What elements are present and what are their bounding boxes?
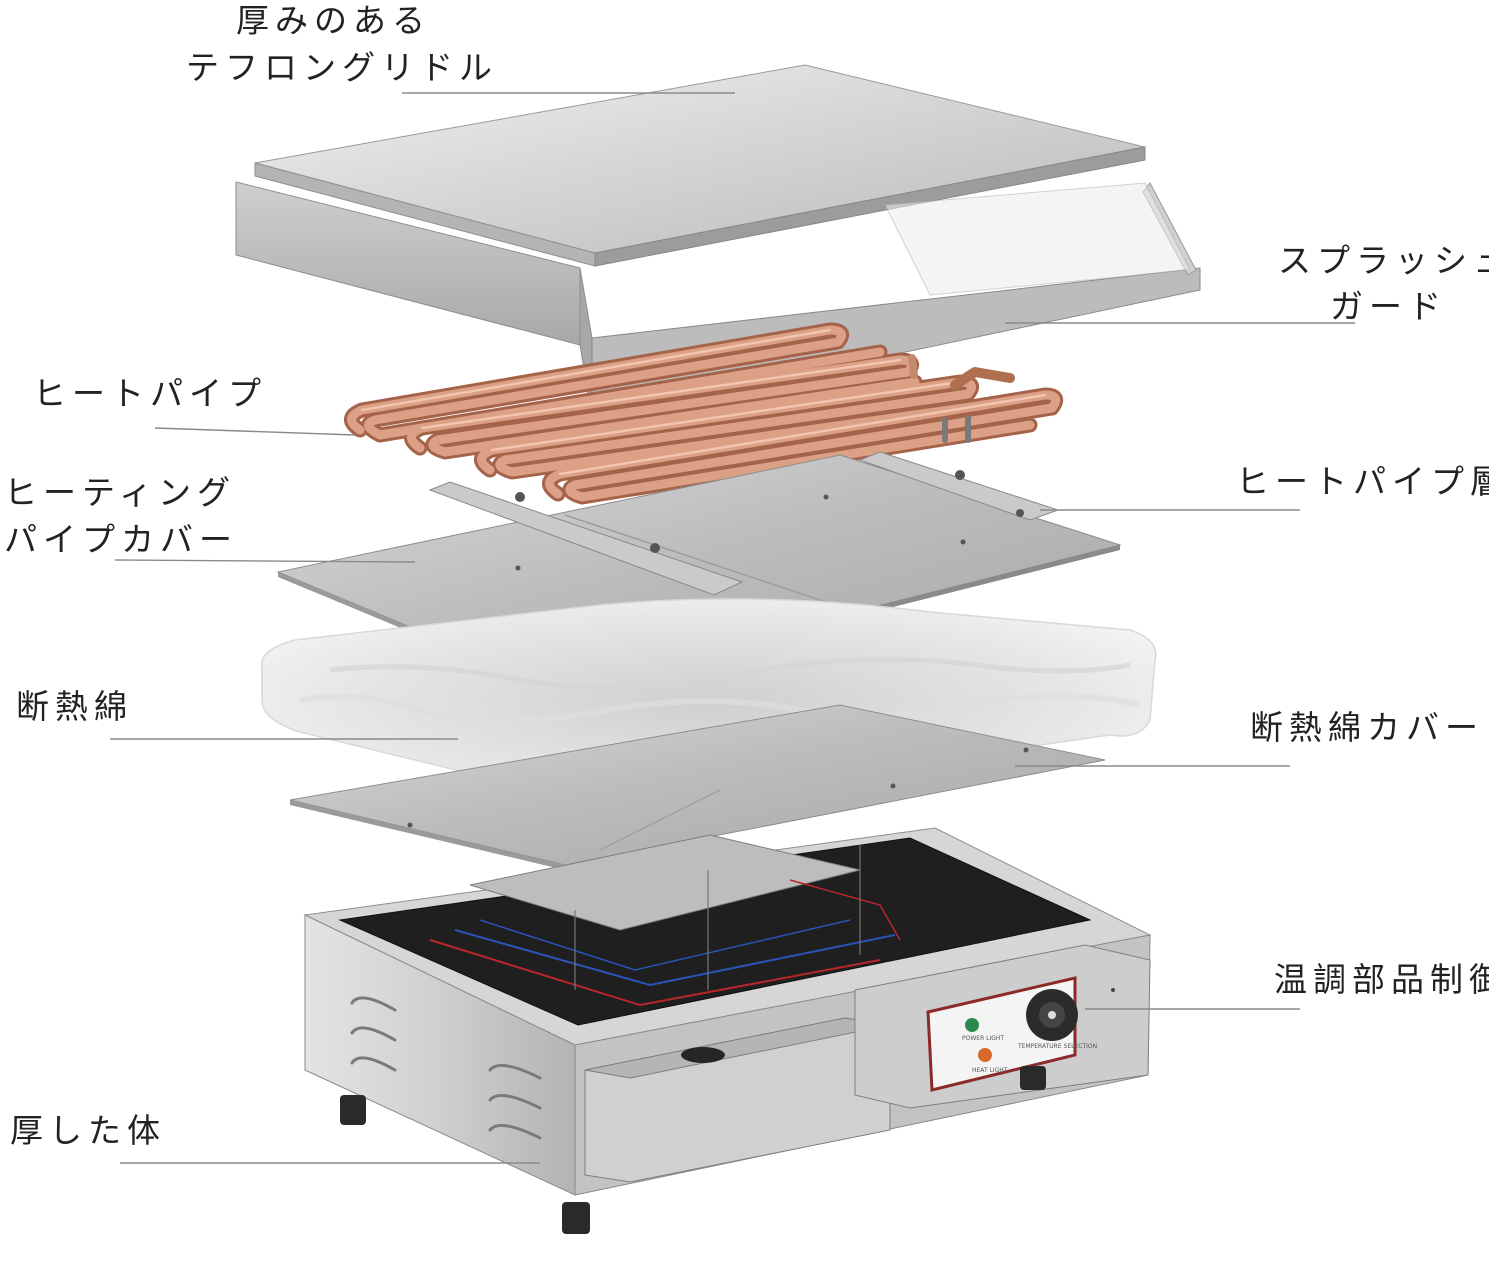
label-insulation-cover: 断熱綿カバー (1250, 708, 1484, 747)
griddle-plate (254, 64, 1146, 267)
label-heat-pipe-layer: ヒートパイプ層 (1236, 462, 1489, 501)
griddle-body (303, 827, 1152, 1234)
label-splash-line1: スプラッシュ (1278, 241, 1489, 280)
label-heat-pipe: ヒートパイプ (33, 374, 267, 413)
label-body: 厚した体 (10, 1111, 166, 1150)
label-insulation: 断熱綿 (16, 687, 133, 726)
insulation-cover (289, 704, 1106, 870)
label-griddle-line2: テフロングリドル (186, 48, 498, 87)
heat-pipes (344, 322, 1064, 505)
power-light-text: POWER LIGHT (962, 1035, 1004, 1042)
callout-heat-pipe (154, 427, 356, 436)
callout-heating-cover (114, 559, 416, 563)
label-griddle-line1: 厚みのある (236, 1, 431, 40)
label-splash-line2: ガード (1330, 287, 1447, 326)
callout-lines (110, 92, 1355, 1164)
heat-light-text: HEAT LIGHT (972, 1067, 1008, 1074)
control-panel-text: POWER LIGHT HEAT LIGHT TEMPERATURE SELEC… (962, 1035, 1097, 1074)
label-thermostat: 温調部品制御 (1274, 960, 1489, 999)
label-heating-cover-line2: パイプカバー (4, 520, 238, 559)
label-heating-cover-line1: ヒーティング (4, 473, 237, 512)
temp-selection-text: TEMPERATURE SELECTION (1017, 1043, 1097, 1050)
